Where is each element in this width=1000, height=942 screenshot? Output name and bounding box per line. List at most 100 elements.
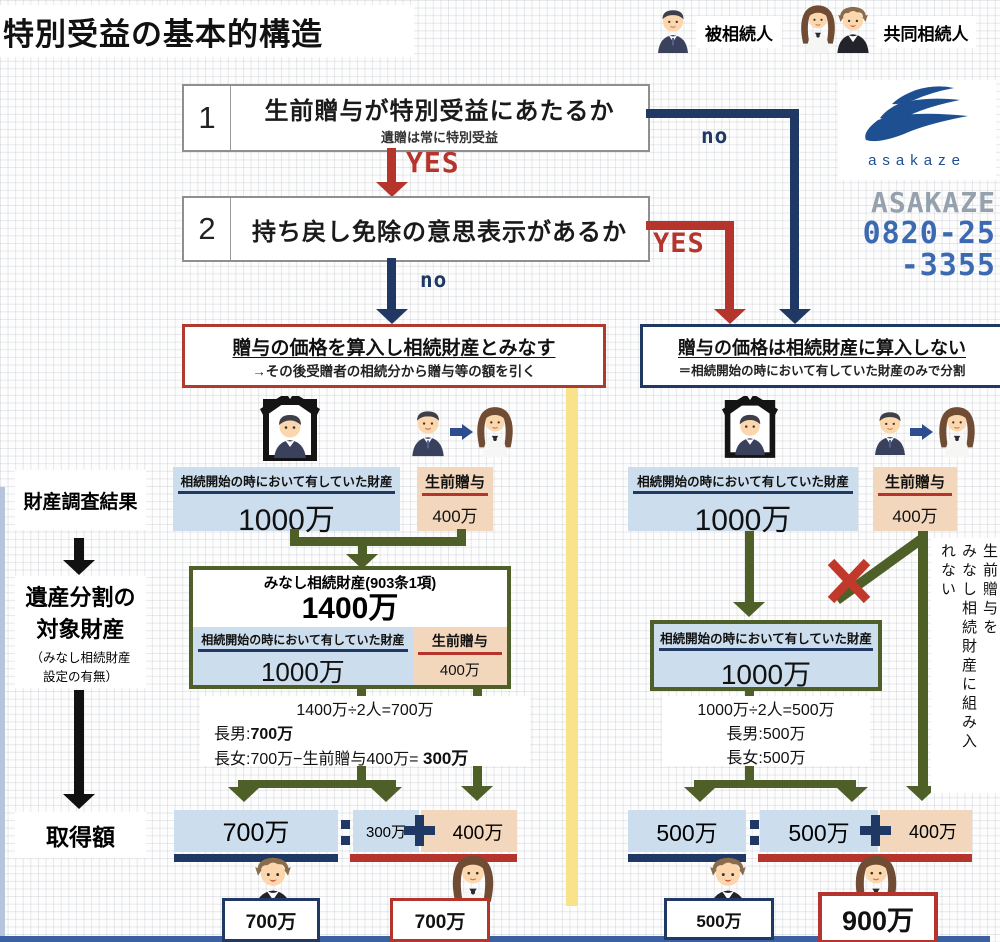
left-calc-line2-prefix: 長男:: [214, 726, 251, 743]
left-receiver-woman-icon: [472, 402, 518, 460]
right-estate-box: 相続開始の時において有していた財産 1000万: [628, 467, 858, 537]
right-split-arrowhead-b: [836, 787, 868, 802]
right-estate-flow-line: [745, 531, 754, 603]
left-gift-arrow-icon: [450, 424, 474, 440]
sidebar-acquired-label: 取得額: [15, 812, 146, 858]
blocked-merge-icon: [827, 533, 926, 605]
page-title-text: 特別受益の基本的構造: [3, 16, 323, 52]
left-plus-icon: [404, 814, 436, 848]
asakaze-pixel-line3: -3355: [900, 248, 996, 283]
right-gift-arrow-icon: [910, 424, 934, 440]
bottom-edge-strip: [0, 936, 990, 942]
sidebar-survey-label: 財産調査結果: [15, 470, 146, 530]
sidebar-acquired-text: 取得額: [46, 824, 115, 850]
no1-line-h: [646, 109, 799, 118]
left-edge-strip: [0, 487, 5, 942]
yes2-line-v: [725, 221, 734, 310]
right-estate-label: 相続開始の時において有していた財産: [633, 469, 853, 494]
sidebar-division-label: 遺産分割の 対象財産 （みなし相続財産 設定の有無）: [15, 576, 146, 688]
right-colon-dot1: [750, 820, 759, 829]
right-split-bar: [694, 780, 856, 788]
right-calc-line3: 長女:500万: [726, 750, 806, 767]
left-decedent-portrait-icon: [260, 396, 320, 462]
page-title: 特別受益の基本的構造: [0, 5, 414, 57]
right-gift-bypass-arrowhead: [906, 786, 938, 801]
step2-number: 2: [184, 198, 231, 260]
sidebar-arrow1-line: [74, 538, 84, 561]
right-calc-box: 1000万÷2人=500万 長男:500万 長女:500万: [662, 696, 870, 767]
no1-arrowhead: [779, 309, 811, 324]
no1-label: no: [701, 124, 729, 148]
sidebar-arrow1-head: [63, 560, 95, 575]
left-merge-down: [358, 544, 367, 556]
left-calc-line2-value: 700万: [250, 726, 294, 743]
step1-note: 遺贈は常に特別受益: [380, 129, 498, 145]
left-colon-dot1: [341, 820, 350, 829]
minashi-total: 1400万: [301, 592, 399, 625]
right-gift-value: 400万: [892, 507, 938, 526]
coheir-man-icon: [831, 3, 875, 53]
asakaze-wordmark: asakaze: [868, 152, 966, 169]
left-share-daughter-base-value: 300万: [365, 823, 407, 841]
branch-divider: [566, 324, 578, 906]
sidebar-division-line2: 対象財産: [36, 616, 125, 642]
right-branch-subtitle: ＝相続開始の時において有していた財産のみで分割: [678, 363, 966, 378]
left-gift-value: 400万: [432, 507, 478, 526]
asakaze-logo-box: asakaze: [838, 80, 996, 180]
legend-decedent-text: 被相続人: [705, 24, 773, 44]
right-share-son-box: 500万: [628, 810, 746, 852]
yes2-label: YES: [653, 228, 705, 259]
no2-line: [387, 258, 396, 310]
no2-arrowhead: [376, 309, 408, 324]
left-split-arrowhead-a: [228, 787, 260, 802]
left-branch-header: 贈与の価格を算入し相続財産とみなす →その後受贈者の相続分から贈与等の額を引く: [182, 324, 606, 388]
right-branch-title: 贈与の価格は相続財産に算入しない: [678, 337, 966, 358]
yes1-line: [387, 148, 396, 184]
left-share-daughter-underline: [350, 854, 517, 862]
right-decedent-portrait-icon: [722, 396, 778, 460]
step2-box: 2 持ち戻し免除の意思表示があるか: [182, 196, 650, 262]
minashi-estate-value: 1000万: [260, 657, 345, 687]
left-share-daughter-gift-box: 400万: [421, 810, 517, 852]
right-final-son-box: 500万: [664, 898, 774, 940]
no1-line-v: [790, 109, 799, 310]
minashi-estate-label: 相続開始の時において有していた財産: [198, 629, 408, 652]
right-calc-line1: 1000万÷2人=500万: [697, 702, 835, 719]
right-share-daughter-base-box: 500万: [760, 810, 878, 852]
left-estate-value: 1000万: [238, 504, 335, 537]
left-merge-stub-a: [290, 529, 299, 539]
right-receiver-woman-icon: [934, 402, 980, 460]
right-final-son-value: 500万: [696, 911, 742, 931]
sidebar-division-line1: 遺産分割の: [25, 584, 136, 610]
left-calc-line3-prefix: 長女:700万−生前贈与400万=: [214, 751, 423, 768]
left-gift-label: 生前贈与: [422, 469, 488, 496]
right-branch-header: 贈与の価格は相続財産に算入しない ＝相続開始の時において有していた財産のみで分割: [640, 324, 1000, 388]
left-calc-line3: 長女:700万−生前贈与400万= 300万: [200, 744, 530, 769]
legend-coheirs-text: 共同相続人: [883, 24, 969, 44]
right-gift-box: 生前贈与 400万: [873, 467, 957, 531]
right-gift-bypass-line: [918, 531, 928, 788]
left-merge-bar: [290, 537, 466, 546]
decedent-icon: [652, 5, 694, 53]
sidebar-division-note1: （みなし相続財産: [30, 650, 131, 665]
right-share-son-value: 500万: [656, 820, 718, 846]
step1-number: 1: [184, 86, 231, 150]
left-final-son-value: 700万: [245, 911, 297, 933]
no2-label: no: [420, 268, 448, 292]
right-share-daughter-gift-value: 400万: [908, 822, 958, 842]
left-final-son-box: 700万: [222, 898, 320, 942]
sidebar-arrow2-line: [74, 690, 84, 795]
right-gift-label: 生前贈与: [878, 469, 952, 496]
minashi-gift-cell: 生前贈与 400万: [412, 627, 507, 685]
left-merge-arrowhead: [346, 554, 378, 569]
left-share-son-value: 700万: [222, 819, 290, 847]
yes2-line-h: [646, 221, 734, 230]
sidebar-division-note2: 設定の有無）: [42, 669, 118, 684]
minashi-gift-label: 生前贈与: [417, 629, 502, 655]
right-share-daughter-underline: [758, 854, 972, 862]
right-estate-value: 1000万: [694, 504, 792, 537]
left-share-son-underline: [174, 854, 338, 862]
right-final-daughter-value: 900万: [841, 905, 915, 936]
right-vertical-note: 生前贈与を みなし相続財産に組み入 れない: [931, 538, 1000, 793]
